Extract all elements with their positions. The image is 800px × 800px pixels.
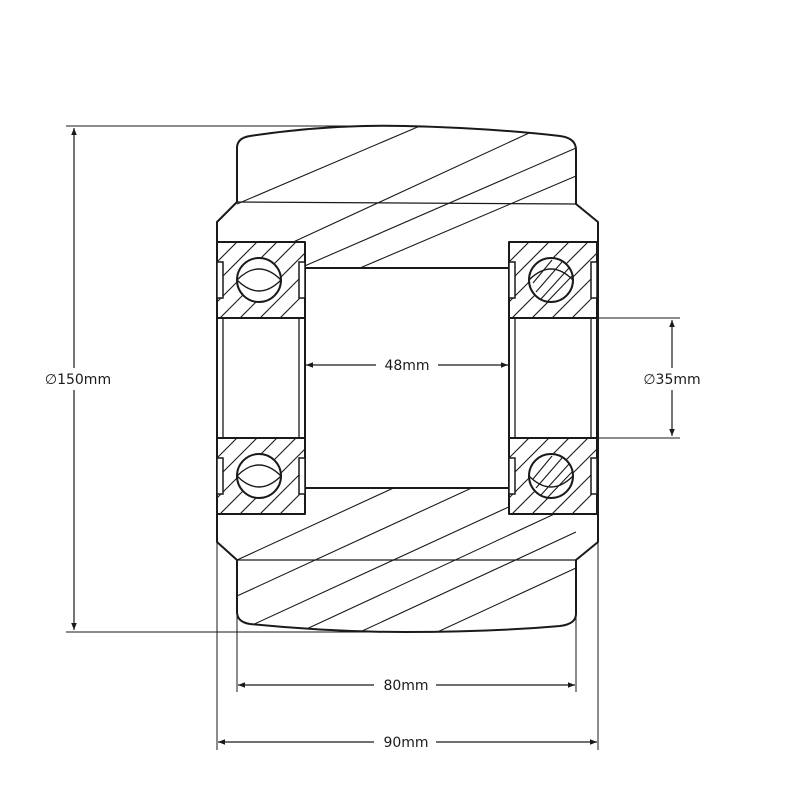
dimension-outer-diameter: ∅150mm — [38, 128, 118, 630]
dimension-tread-width: 80mm — [238, 675, 575, 695]
inner-spacer-label: 48mm — [384, 358, 429, 374]
dimension-inner-spacer: 48mm — [306, 355, 508, 375]
tread-width-label: 80mm — [383, 678, 428, 694]
dimension-bore-diameter: ∅35mm — [636, 320, 706, 436]
overall-width-label: 90mm — [383, 735, 428, 751]
bearing-ball-top-left — [236, 257, 282, 303]
bore-cavity — [304, 267, 510, 489]
bearing-seals — [216, 261, 598, 495]
bearing-ball-bottom-left — [236, 453, 282, 499]
dimension-overall-width: 90mm — [218, 732, 597, 752]
outer-diameter-label: ∅150mm — [45, 372, 111, 388]
extension-lines — [66, 125, 680, 750]
inner-spacer-left-bore — [216, 317, 306, 439]
bearings — [216, 241, 598, 515]
inner-spacer-right-bore — [508, 317, 598, 439]
bore-diameter-label: ∅35mm — [643, 372, 700, 388]
tyre-shoulder-top — [236, 201, 577, 205]
